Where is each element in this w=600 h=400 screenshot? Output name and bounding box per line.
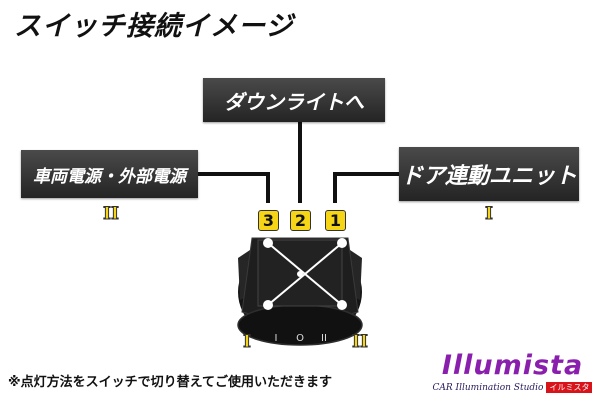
pin-label-2: 2: [290, 210, 311, 231]
logo-tagline: CAR Illumination Studio イルミスタ: [430, 381, 595, 394]
usage-note: ※点灯方法をスイッチで切り替えてご使用いただきます: [8, 375, 332, 390]
cross-line-b: [267, 242, 343, 306]
label-door-unit: ドア連動ユニット: [399, 147, 579, 201]
terminal-1: [337, 238, 347, 248]
terminal-2: [297, 271, 303, 277]
logo-kana: イルミスタ: [546, 382, 593, 393]
marker-left-box: II: [103, 204, 120, 224]
pin-label-1: 1: [325, 210, 346, 231]
switch-face-label-left: I: [275, 333, 278, 344]
terminal-bottom-right: [337, 300, 347, 310]
wire-left: [198, 172, 270, 203]
logo-tagline-text: CAR Illumination Studio: [432, 382, 544, 393]
rocker-switch: I O II: [237, 237, 363, 346]
logo-wordmark: Illumista: [441, 350, 584, 381]
wire-right: [333, 172, 399, 203]
label-downlight: ダウンライトへ: [203, 78, 385, 122]
switch-face-label-right: II: [321, 333, 327, 344]
pin-label-3: 3: [258, 210, 279, 231]
marker-switch-left: I: [243, 332, 252, 352]
brand-logo: Illumista CAR Illumination Studio イルミスタ: [430, 350, 595, 397]
marker-switch-right: II: [352, 332, 369, 352]
terminal-bottom-left: [263, 300, 273, 310]
page-title: スイッチ接続イメージ: [14, 11, 294, 42]
marker-right-box: I: [485, 204, 494, 224]
switch-face-label-center: O: [296, 333, 304, 344]
label-vehicle-power: 車両電源・外部電源: [21, 150, 198, 198]
terminal-3: [263, 238, 273, 248]
